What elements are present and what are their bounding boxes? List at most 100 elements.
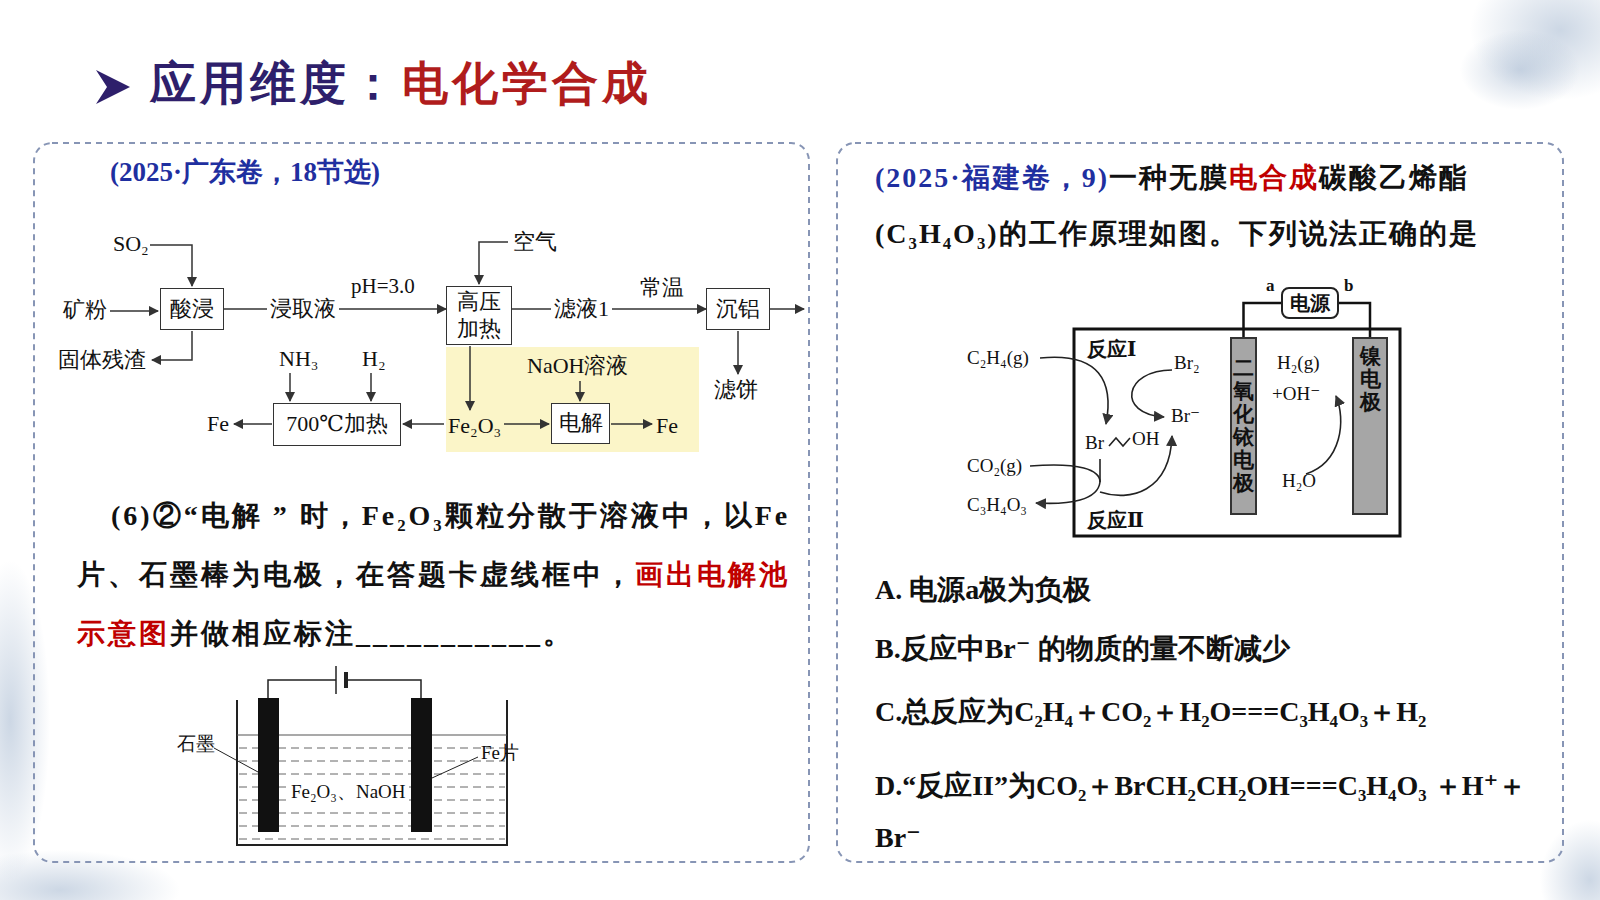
flow-arrow (152, 331, 192, 360)
flow-arrow (150, 245, 192, 286)
panel-frame (34, 143, 809, 862)
process-box: 高压加热 (446, 286, 512, 345)
reagent-label: 空气 (513, 229, 557, 255)
node-text: 电解 (559, 410, 603, 436)
product-label: 固体残渣 (58, 347, 146, 373)
flow-arrow (110, 310, 158, 312)
battery-symbol (335, 666, 337, 694)
figure-ground (954, 276, 1413, 549)
graphite-electrode (258, 698, 279, 832)
electrolysis-cell (214, 666, 507, 845)
edge-label: 浸取液 (267, 296, 339, 322)
product-label: 滤饼 (714, 377, 758, 403)
question-paragraph: (2025·福建卷，9)一种无膜电合成碳酸乙烯酯(C₃H₄O₃)的工作原理如图。… (875, 150, 1555, 262)
material-label: 矿粉 (63, 297, 107, 323)
electrode-label: Fe片 (481, 742, 519, 765)
battery-symbol (344, 672, 348, 688)
power-supply-box: 电源 (1281, 287, 1339, 319)
process-box: 电解 (551, 403, 610, 444)
species-label: Br (1085, 432, 1104, 455)
slide-title-accent: 电化学合成 (402, 56, 652, 111)
flow-arrow (370, 373, 372, 401)
answer-blank: ___________ (356, 618, 543, 649)
flow-arrow (611, 423, 652, 425)
node-text: 700℃加热 (286, 411, 388, 437)
source-heading: (2025·广东卷，18节选) (110, 156, 380, 188)
species-label: C₃H₄O₃ (967, 494, 1027, 517)
source-heading: (2025·福建卷，9) (875, 162, 1109, 193)
edge-label: a (1266, 276, 1275, 296)
flow-arrow (234, 423, 272, 425)
node-text: 电源 (1290, 291, 1330, 315)
species-label: H₂O (1282, 470, 1316, 493)
node-text: 酸浸 (170, 296, 214, 322)
electrode: 二氧化铱电极 (1230, 337, 1257, 515)
synthesis-cell (954, 276, 1413, 549)
panel-frame (837, 143, 1563, 862)
species-label: Br⁻ (1171, 405, 1200, 428)
option-text: B.反应中Br⁻ 的物质的量不断减少 (875, 632, 1290, 666)
question-emphasis: 电合成 (1229, 162, 1319, 193)
skeletal-bond (1109, 438, 1130, 446)
question-text: 。 (543, 618, 574, 649)
edge-label: b (1344, 276, 1353, 296)
liquid-dash (239, 839, 505, 840)
node-text: 沉铝 (716, 296, 760, 322)
electrode: 镍电极 (1352, 337, 1388, 515)
edge-label: 滤液1 (551, 296, 612, 322)
highlight-band: NaOH溶液 Fe₂O₃ Fe 电解 (446, 347, 699, 452)
node-text: 镍电极 (1360, 345, 1381, 414)
option-text: A. 电源a极为负极 (875, 573, 1091, 607)
watercolor-decoration (1540, 820, 1600, 900)
species-label: Br₂ (1174, 352, 1200, 375)
node-text: 高压加热 (451, 289, 507, 342)
flow-arrows (110, 242, 804, 424)
electrode-label: 石墨 (177, 733, 215, 756)
cell-outline (1074, 329, 1400, 536)
reaction-label: 反应Ⅱ (1087, 508, 1144, 532)
highlight-band (446, 347, 699, 452)
option-text: D.“反应II”为CO₂＋BrCH₂CH₂OH===C₃H₄O₃ ＋H⁺＋Br⁻ (875, 760, 1555, 864)
reaction-arrow (1040, 357, 1108, 424)
product-label: Fe (207, 411, 229, 437)
species-label: H₂(g) (1277, 352, 1320, 375)
species-label: OH (1132, 428, 1159, 451)
question-text: 并做相应标注 (170, 618, 356, 649)
flow-arrow (737, 331, 739, 374)
leader-line (432, 757, 478, 778)
reagent-label: NH₃ (279, 346, 318, 372)
reagent-label: H₂ (362, 346, 386, 372)
flow-arrow (579, 381, 581, 401)
condition-label: pH=3.0 (351, 274, 415, 299)
reagent-label: SO₂ (113, 231, 149, 257)
process-box: 700℃加热 (273, 403, 401, 446)
watercolor-decoration (0, 850, 180, 900)
leader-line (214, 748, 258, 772)
node-text: Fe₂O₃ (448, 413, 501, 439)
reaction-arrow (1132, 370, 1172, 417)
watercolor-decoration (1460, 30, 1580, 110)
wire (1244, 303, 1282, 337)
iron-electrode (411, 698, 432, 832)
question-paragraph: (6)②“电解 ” 时，Fe₂O₃颗粒分散于溶液中，以Fe片、石墨棒为电极，在答… (77, 486, 793, 663)
drawing-part (1030, 357, 1341, 503)
node-text: NaOH溶液 (527, 353, 628, 379)
species-label: C₂H₄(g) (967, 347, 1029, 370)
wire (1339, 303, 1370, 337)
node-text: Fe (656, 413, 678, 439)
option-text: C.总反应为C₂H₄＋CO₂＋H₂O===C₃H₄O₃＋H₂ (875, 695, 1426, 729)
title-arrow (96, 70, 130, 104)
flow-arrow (403, 423, 444, 425)
flow-arrow (289, 373, 291, 401)
node-text: 二氧化铱电极 (1233, 357, 1254, 496)
species-label: +OH⁻ (1272, 383, 1320, 406)
slide-title: 应用维度： (150, 56, 400, 111)
flow-arrow (504, 423, 549, 425)
question-text: 一种无膜 (1109, 162, 1229, 193)
flow-arrow (479, 242, 508, 284)
watercolor-decoration (0, 560, 50, 880)
reaction-arrow (1306, 396, 1341, 474)
condition-label: 常温 (640, 275, 684, 301)
